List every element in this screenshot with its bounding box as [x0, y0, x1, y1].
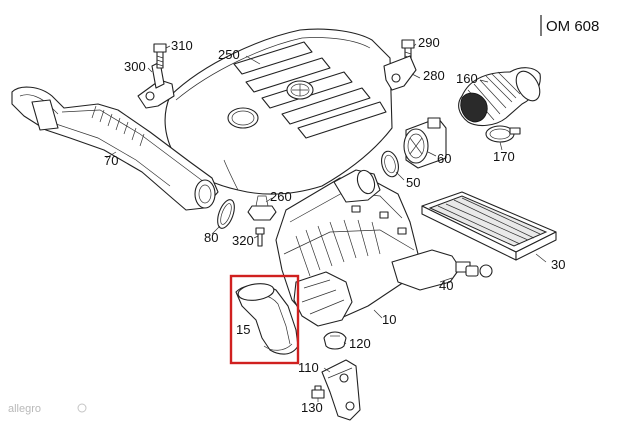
grommet-part-120[interactable] — [323, 331, 347, 350]
label-40: 40 — [439, 278, 453, 293]
seal-ring-part-50[interactable] — [379, 149, 401, 178]
watermark: allegro — [8, 403, 87, 415]
intake-duct-part-70[interactable] — [11, 86, 219, 211]
label-300: 300 — [124, 59, 146, 74]
label-10: 10 — [382, 312, 396, 327]
air-filter-housing-part-10[interactable] — [275, 168, 471, 327]
label-280: 280 — [423, 68, 445, 83]
fitting-part-40[interactable] — [465, 264, 493, 278]
label-110: 110 — [298, 360, 319, 375]
highlight-box — [229, 274, 300, 365]
part-labels: 310 300 250 290 280 160 70 60 170 50 260… — [104, 35, 565, 415]
label-290: 290 — [418, 35, 440, 50]
bolt-part-290[interactable] — [401, 39, 415, 61]
label-130: 130 — [301, 400, 323, 415]
label-70: 70 — [104, 153, 118, 168]
intake-hose-part-15[interactable] — [235, 282, 299, 355]
watermark-text: allegro — [8, 403, 41, 415]
diagram-title: OM 608 — [546, 18, 599, 35]
bracket-part-280[interactable] — [383, 55, 417, 91]
label-50: 50 — [406, 175, 420, 190]
label-170: 170 — [493, 149, 515, 164]
label-60: 60 — [437, 151, 451, 166]
label-160: 160 — [456, 71, 478, 86]
engine-cover-part-250[interactable] — [164, 28, 393, 195]
hose-part-160[interactable] — [458, 67, 545, 127]
mass-air-flow-sensor-part-60[interactable] — [403, 117, 447, 169]
leader-lines — [105, 43, 547, 402]
bracket-part-110[interactable] — [321, 359, 361, 421]
label-320: 320 — [232, 233, 254, 248]
label-250: 250 — [218, 47, 240, 62]
bolt-part-310[interactable] — [153, 43, 167, 69]
label-120: 120 — [349, 336, 371, 351]
bolt-part-130[interactable] — [311, 385, 325, 399]
clamp-part-170[interactable] — [485, 125, 521, 143]
label-80: 80 — [204, 230, 218, 245]
bolt-part-320[interactable] — [255, 227, 265, 247]
label-15: 15 — [236, 322, 250, 337]
label-310: 310 — [171, 38, 193, 53]
title-block: OM 608 — [540, 15, 599, 36]
label-30: 30 — [551, 257, 565, 272]
air-filter-element-part-30[interactable] — [421, 191, 557, 261]
seal-ring-part-80[interactable] — [214, 198, 237, 231]
label-260: 260 — [270, 189, 292, 204]
